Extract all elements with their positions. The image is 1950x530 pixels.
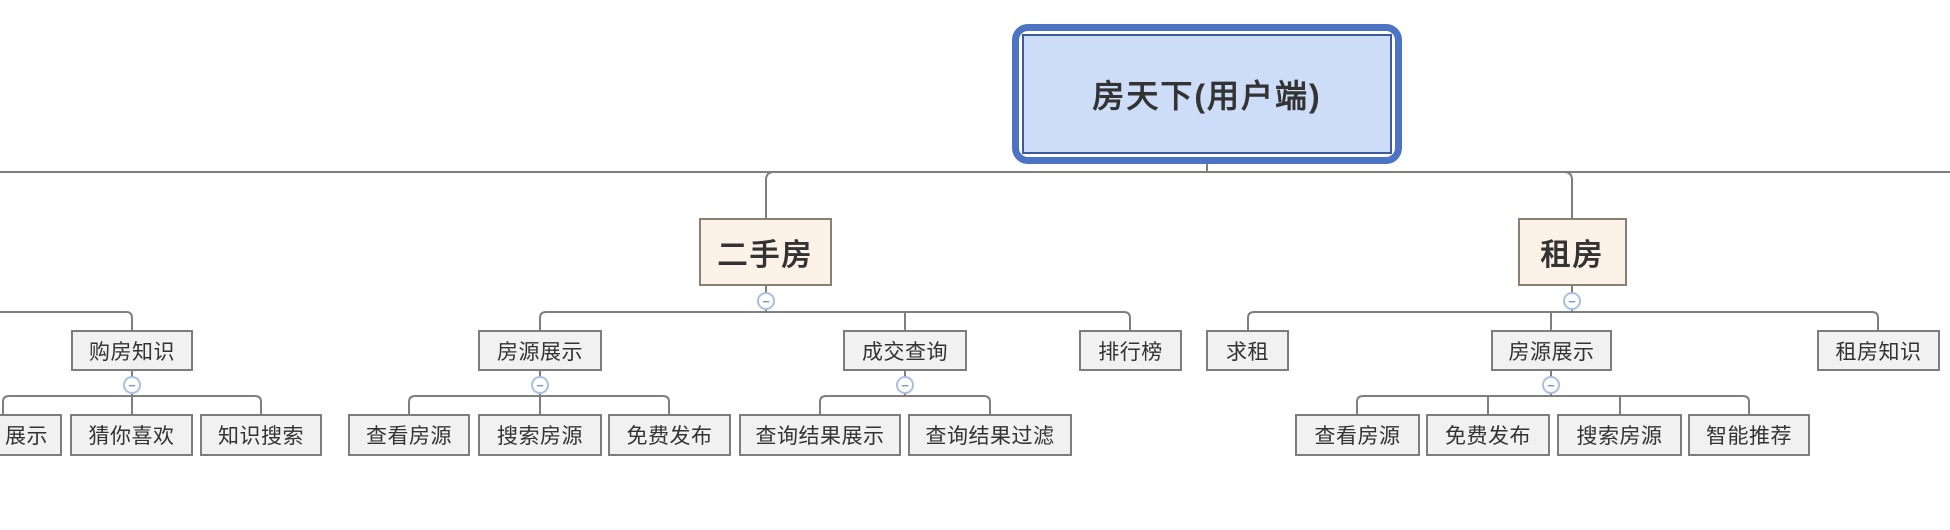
collapse-button-chengjiaochaxun[interactable]: − xyxy=(896,376,914,394)
connector-left-branch-bus xyxy=(0,311,133,330)
topic-chakanfangyuan-a[interactable]: 查看房源 xyxy=(348,414,470,456)
topic-sousuofangyuan-b[interactable]: 搜索房源 xyxy=(1557,414,1682,456)
connector-zufang-children-bus xyxy=(1247,311,1879,330)
topic-fangyuanzhanshi-b[interactable]: 房源展示 xyxy=(1491,330,1612,371)
minus-icon: − xyxy=(1547,377,1555,393)
collapse-button-fangyuanzhanshi-a[interactable]: − xyxy=(531,376,549,394)
collapse-button-zufang[interactable]: − xyxy=(1563,292,1581,310)
minus-icon: − xyxy=(128,377,136,393)
topic-cainixihuan[interactable]: 猜你喜欢 xyxy=(70,414,193,456)
minus-icon: − xyxy=(762,293,770,309)
topic-chaxunjieguoguolv[interactable]: 查询结果过滤 xyxy=(908,414,1072,456)
topic-chakanfangyuan-b[interactable]: 查看房源 xyxy=(1295,414,1420,456)
collapse-button-fangyuanzhanshi-b[interactable]: − xyxy=(1542,376,1560,394)
topic-qiuzu[interactable]: 求租 xyxy=(1206,330,1289,371)
topic-chaxunjieguozhanshi[interactable]: 查询结果展示 xyxy=(739,414,901,456)
connector-zufang-drop xyxy=(1563,171,1573,218)
minus-icon: − xyxy=(536,377,544,393)
connector-ershoufang-children-bus xyxy=(539,311,1131,330)
topic-zufangzhishi[interactable]: 租房知识 xyxy=(1817,330,1940,371)
collapse-button-ershoufang[interactable]: − xyxy=(757,292,775,310)
topic-zhinengtuijian[interactable]: 智能推荐 xyxy=(1688,414,1810,456)
connector-ershoufang-drop xyxy=(765,171,775,218)
central-topic[interactable]: 房天下(用户端) xyxy=(1012,24,1402,164)
central-topic-label: 房天下(用户端) xyxy=(1022,34,1392,154)
topic-mianfeifabu-a[interactable]: 免费发布 xyxy=(608,414,731,456)
collapse-button-goufangzhishi[interactable]: − xyxy=(123,376,141,394)
topic-zhanshi-clipped[interactable]: 展示 xyxy=(0,414,62,456)
topic-chengjiaochaxun[interactable]: 成交查询 xyxy=(843,330,967,371)
topic-zhishisousuo[interactable]: 知识搜索 xyxy=(200,414,322,456)
topic-fangyuanzhanshi-a[interactable]: 房源展示 xyxy=(478,330,602,371)
topic-zufang[interactable]: 租房 xyxy=(1518,218,1627,286)
connector-chengjiaochaxun-children-bus xyxy=(819,395,991,414)
minus-icon: − xyxy=(1568,293,1576,309)
topic-goufangzhishi[interactable]: 购房知识 xyxy=(71,330,193,371)
topic-sousuofangyuan-a[interactable]: 搜索房源 xyxy=(478,414,602,456)
minus-icon: − xyxy=(901,377,909,393)
connector-fangyuanzhanshi-b-children-bus xyxy=(1356,395,1750,414)
topic-mianfeifabu-b[interactable]: 免费发布 xyxy=(1426,414,1550,456)
topic-paihangbang[interactable]: 排行榜 xyxy=(1079,330,1182,371)
topic-ershoufang[interactable]: 二手房 xyxy=(699,218,832,286)
